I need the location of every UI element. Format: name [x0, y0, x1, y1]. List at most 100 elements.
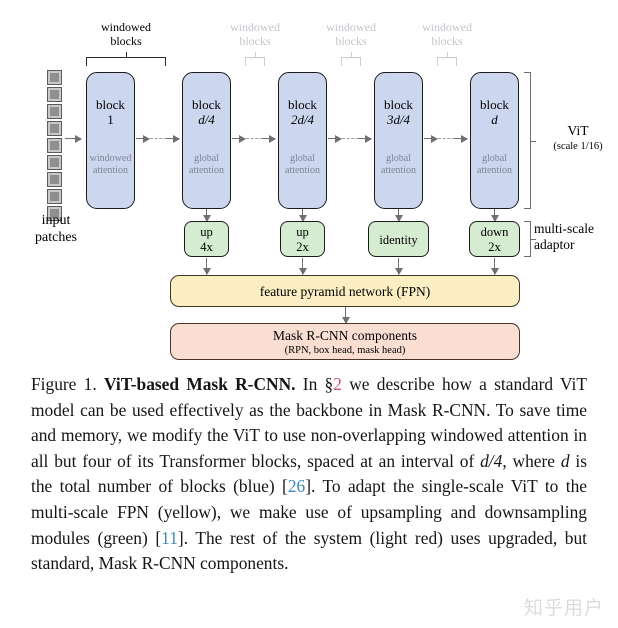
vit-block-2-sub-line2: attention — [189, 165, 224, 176]
brace-4 — [437, 52, 457, 66]
caption-seg6: ]. The rest of the system (light red) us… — [31, 527, 588, 574]
windowed-blocks-label-2-line1: windowed — [230, 20, 280, 34]
vit-block-5: block d global attention — [470, 72, 519, 209]
adaptor-down-2x-line1: down — [480, 225, 509, 239]
vit-block-5-title: block d — [471, 97, 518, 127]
arrow-identity-to-fpn — [393, 258, 405, 275]
adaptor-up-4x: up 4x — [184, 221, 229, 257]
vit-block-1-title-line2: 1 — [107, 112, 114, 127]
windowed-blocks-label-3: windowed blocks — [306, 20, 396, 48]
vit-block-4-sub-line2: attention — [381, 165, 416, 176]
input-patch — [47, 155, 62, 170]
vit-block-1-title-line1: block — [96, 97, 125, 112]
arrow-fpn-to-maskrcnn — [340, 307, 352, 324]
vit-block-1-sub-line1: windowed — [89, 153, 132, 164]
arrow-block3-out — [328, 133, 342, 145]
vit-block-3-title: block 2d/4 — [279, 97, 326, 127]
vit-block-4-title-line1: block — [384, 97, 413, 112]
input-patch — [47, 70, 62, 85]
input-patches — [47, 70, 65, 223]
adaptor-identity-line1: identity — [379, 233, 418, 247]
dashed-link-2 — [246, 138, 263, 139]
arrow-block3-to-up2x — [297, 209, 309, 222]
vit-block-4-sub-line1: global — [386, 153, 411, 164]
vit-block-1-sub-line2: attention — [93, 165, 128, 176]
arrow-block4-out — [424, 133, 438, 145]
vit-block-4-title: block 3d/4 — [375, 97, 422, 127]
arrow-block1-out — [136, 133, 150, 145]
input-patch — [47, 87, 62, 102]
multi-scale-adaptor-label-line2: adaptor — [534, 237, 575, 252]
arrow-up4x-to-fpn — [201, 258, 213, 275]
vit-block-3: block 2d/4 global attention — [278, 72, 327, 209]
brace-2-stem — [255, 52, 256, 58]
input-patch — [47, 189, 62, 204]
dashed-link-3 — [342, 138, 359, 139]
fpn-label: feature pyramid network (FPN) — [259, 284, 431, 299]
caption-figure-number: Figure 1. — [31, 374, 97, 394]
caption-ref-11[interactable]: 11 — [161, 527, 178, 548]
caption-title: ViT-based Mask R-CNN. — [103, 374, 296, 394]
vit-block-3-subtitle: global attention — [279, 153, 326, 177]
input-patch — [47, 206, 62, 221]
multi-scale-adaptor-label-line1: multi-scale — [534, 221, 594, 236]
arrow-into-block2 — [166, 133, 180, 145]
caption-ref-section[interactable]: 2 — [333, 374, 342, 394]
vit-block-4-title-line2: 3d/4 — [386, 112, 411, 127]
fpn-box: feature pyramid network (FPN) — [170, 275, 520, 307]
vit-block-2-title: block d/4 — [183, 97, 230, 127]
adaptor-down-2x-line2: 2x — [488, 240, 501, 254]
windowed-blocks-label-3-line1: windowed — [326, 20, 376, 34]
vit-brace-stem — [530, 140, 536, 142]
adaptor-brace-stem — [530, 239, 536, 240]
caption-seg4: is the total number of blocks (blue) [ — [31, 450, 587, 497]
caption-seg5: ]. To adapt the single-scale ViT to the … — [31, 476, 588, 548]
arrow-down2x-to-fpn — [489, 258, 501, 275]
vit-block-2-title-line2: d/4 — [198, 112, 215, 127]
vit-block-3-sub-line2: attention — [285, 165, 320, 176]
vit-block-4: block 3d/4 global attention — [374, 72, 423, 209]
watermark: 知乎用户 — [523, 597, 604, 619]
adaptor-identity: identity — [368, 221, 429, 257]
windowed-blocks-label-4-line2: blocks — [431, 34, 463, 48]
brace-3 — [341, 52, 361, 66]
brace-3-stem — [351, 52, 352, 58]
arrow-block4-to-identity — [393, 209, 405, 222]
arrow-into-block5 — [454, 133, 468, 145]
windowed-blocks-label-2-line2: blocks — [239, 34, 271, 48]
adaptor-up-4x-line2: 4x — [200, 240, 213, 254]
arrow-input-to-block1 — [65, 133, 82, 145]
dashed-link-1 — [150, 138, 167, 139]
input-label-line1: input — [41, 213, 71, 228]
vit-block-4-subtitle: global attention — [375, 153, 422, 177]
vit-block-3-title-line2: 2d/4 — [290, 112, 315, 127]
adaptor-up-2x-line2: 2x — [296, 240, 309, 254]
mask-rcnn-subtitle: (RPN, box head, mask head) — [284, 345, 406, 356]
mask-rcnn-title: Mask R-CNN components — [273, 328, 417, 343]
vit-block-2: block d/4 global attention — [182, 72, 231, 209]
brace-1 — [86, 52, 166, 66]
multi-scale-adaptor-label: multi-scale adaptor — [534, 221, 618, 253]
windowed-blocks-label-4: windowed blocks — [402, 20, 492, 48]
brace-1-stem — [126, 52, 127, 58]
vit-block-5-title-line2: d — [491, 112, 498, 127]
windowed-blocks-label-3-line2: blocks — [335, 34, 367, 48]
adaptor-brace — [524, 221, 536, 257]
arrow-into-block3 — [262, 133, 276, 145]
input-patch — [47, 121, 62, 136]
caption-ref-26[interactable]: 26 — [287, 476, 306, 497]
figure-caption: Figure 1. ViT-based Mask R-CNN. In §2 we… — [31, 372, 587, 577]
mask-rcnn-box: Mask R-CNN components (RPN, box head, ma… — [170, 323, 520, 360]
input-patch — [47, 104, 62, 119]
vit-block-5-sub-line2: attention — [477, 165, 512, 176]
figure-diagram: input patches windowed blocks windowed b… — [12, 20, 618, 360]
input-patch — [47, 172, 62, 187]
brace-4-stem — [447, 52, 448, 58]
vit-block-1-subtitle: windowed attention — [87, 153, 134, 177]
input-patches-label: input patches — [12, 212, 100, 246]
caption-seg2: we describe how a standard ViT model can… — [31, 374, 587, 471]
vit-block-3-title-line1: block — [288, 97, 317, 112]
vit-block-1-title: block 1 — [87, 97, 134, 127]
vit-brace — [524, 72, 536, 209]
vit-label-line2: (scale 1/16) — [553, 141, 603, 152]
